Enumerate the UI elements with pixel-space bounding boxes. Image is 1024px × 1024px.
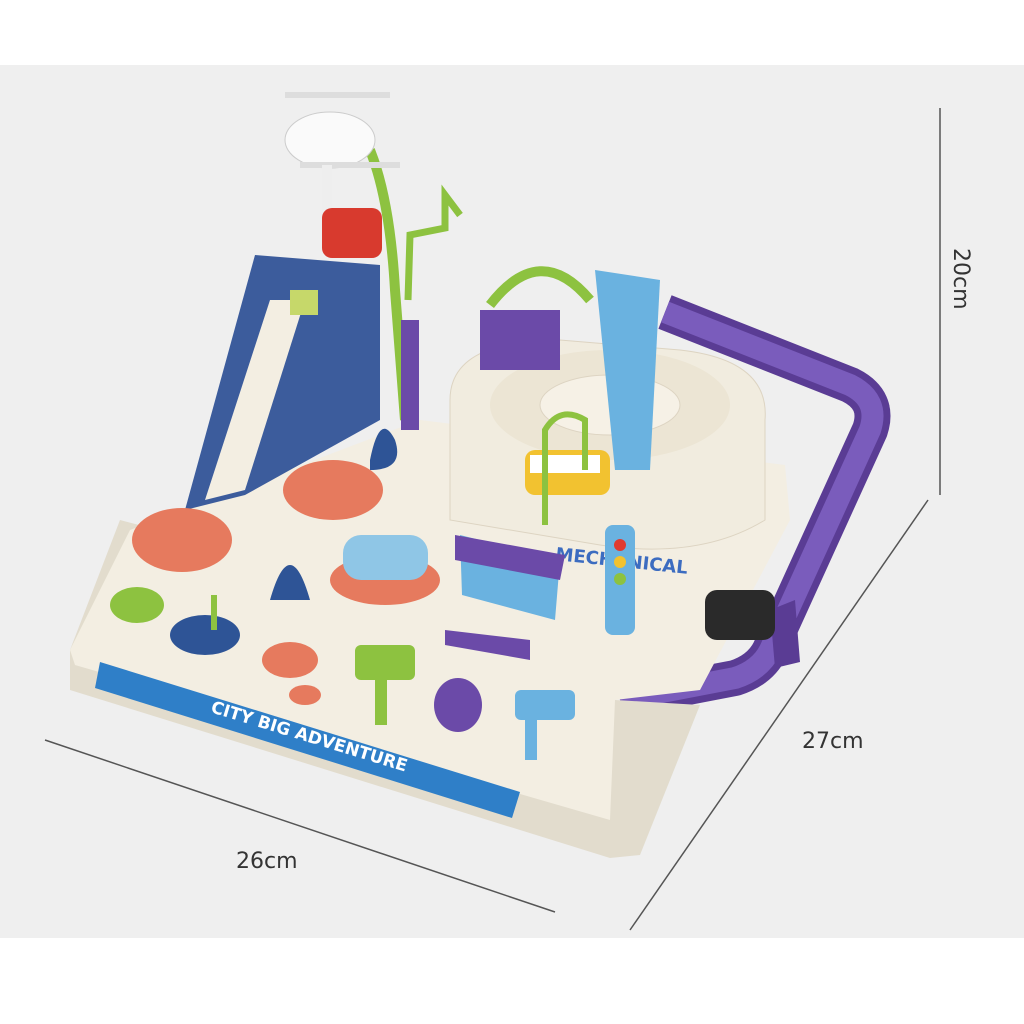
purple-track xyxy=(616,295,891,718)
depth-label: 27cm xyxy=(802,729,864,754)
police-car xyxy=(705,590,775,640)
height-label: 20cm xyxy=(948,248,973,310)
width-dimension-line xyxy=(44,739,556,913)
front-buttons xyxy=(110,587,575,760)
crane xyxy=(595,270,660,470)
label-strip xyxy=(95,662,520,818)
blue-car xyxy=(343,535,428,580)
helicopter xyxy=(284,92,400,215)
blue-slide xyxy=(185,255,398,510)
depth-dimension-line xyxy=(629,499,929,931)
width-label: 26cm xyxy=(236,849,298,874)
spiral-tower xyxy=(449,266,766,550)
red-car xyxy=(322,208,382,258)
